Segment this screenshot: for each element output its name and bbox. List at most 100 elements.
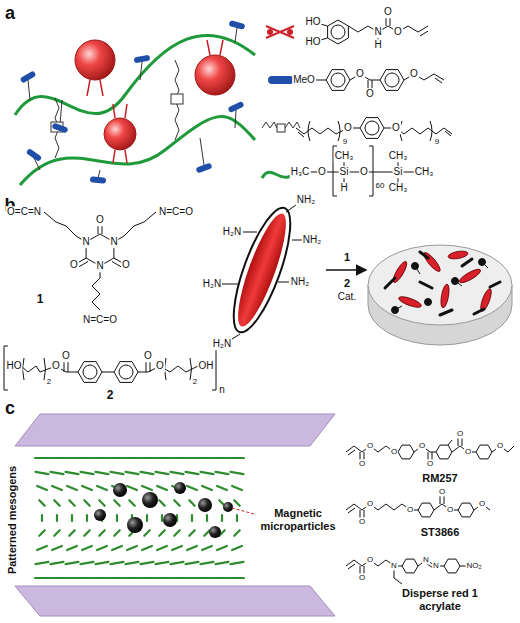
atom-label: N	[81, 236, 90, 248]
lc-cell	[174, 482, 186, 494]
chemical-structure	[436, 445, 452, 459]
chemical-structure	[326, 70, 350, 91]
mesogen-layers	[54, 530, 59, 536]
atom-label: N	[422, 555, 430, 564]
chemical-structure	[360, 118, 384, 139]
mesogen-layers	[202, 486, 212, 490]
mesogen-layers	[187, 546, 197, 550]
polymer-network	[235, 28, 237, 42]
mesogen-layers	[80, 457, 94, 459]
composite-disk	[462, 259, 472, 266]
atom-label: H₂N	[202, 278, 222, 290]
atom-label: O	[95, 214, 105, 226]
polymer-network	[235, 110, 236, 128]
atom-label: O=C=N	[6, 206, 42, 218]
mesogen-layers	[39, 530, 44, 536]
composite-disk	[482, 262, 488, 268]
polymer-network	[200, 138, 204, 165]
mesogen-layers	[157, 486, 167, 490]
composite-disk	[385, 252, 500, 315]
mesogen-layers	[232, 546, 242, 550]
chemical-structure	[146, 361, 147, 372]
mesogen-layers	[185, 457, 199, 459]
mesogen-layers	[231, 472, 244, 474]
mesogen-layers	[81, 472, 94, 474]
chemical-structure	[398, 445, 414, 459]
composite-disk	[448, 250, 469, 260]
key-icons	[287, 29, 293, 35]
atom-label: N	[390, 561, 398, 570]
polymer-network	[20, 20, 246, 184]
atom-label: O	[391, 122, 401, 134]
atom-label: MeO	[292, 74, 316, 86]
mesogen-layers	[155, 577, 169, 579]
lc-cell	[223, 502, 233, 512]
key-icons	[285, 122, 300, 128]
mesogen-layers	[185, 577, 199, 579]
mesogen-layers	[52, 546, 62, 550]
mesogen-layers	[231, 562, 244, 564]
mesogen-layers	[110, 457, 124, 459]
mesogen-layers	[161, 515, 163, 521]
panel-letter: a	[4, 3, 16, 24]
chemical-structure	[21, 366, 78, 372]
atom-label: O	[446, 505, 454, 514]
atom-label: H₂N	[222, 226, 242, 238]
mesogen-layers	[186, 562, 199, 564]
atom-label: 2	[192, 377, 198, 386]
mesogen-layers	[50, 457, 64, 459]
composite-disk	[385, 278, 395, 288]
polymer-network	[75, 40, 115, 80]
atom-label: O	[418, 441, 426, 450]
composite-disk	[425, 299, 432, 306]
atom-label: O	[343, 122, 353, 134]
nanorod	[222, 202, 302, 339]
chemical-structure	[68, 361, 69, 372]
polymer-network	[171, 94, 183, 104]
atom-label: O	[366, 555, 374, 564]
mesogen-layers	[200, 457, 214, 459]
mesogen-layers	[144, 530, 149, 536]
atom-label: O	[359, 166, 369, 178]
chemical-structure	[348, 26, 428, 32]
mesogen-layers	[114, 500, 119, 506]
composite-disk	[415, 266, 420, 274]
atom-label: N=C=O	[158, 206, 194, 218]
mesogen-layers	[186, 472, 199, 474]
nanorod	[243, 232, 257, 233]
lc-cell	[94, 482, 233, 538]
atom-label: O	[456, 429, 464, 438]
chemical-structure	[403, 172, 414, 173]
chemical-structure	[380, 70, 404, 91]
atom-label: O	[358, 573, 366, 582]
mesogen-layers	[201, 562, 214, 564]
mesogen-layers	[36, 472, 49, 474]
chemical-structure	[440, 496, 441, 504]
atom-label: N	[373, 26, 382, 38]
atom-label: N	[432, 561, 440, 570]
mesogen-layers	[216, 562, 229, 564]
chemical-structure	[333, 146, 373, 196]
mesogen-layers	[35, 458, 244, 578]
atom-label: O	[143, 350, 153, 362]
chemical-structure	[348, 508, 355, 513]
mesogen-layers	[174, 530, 179, 536]
atom-label: O	[358, 459, 366, 468]
composite-disk	[420, 252, 428, 258]
atom-label: 9	[342, 137, 348, 146]
composite-disk	[392, 259, 489, 314]
atom-label: O	[358, 517, 366, 526]
chemical-structure	[78, 362, 102, 383]
atom-label: O	[69, 259, 79, 271]
mesogen-layers	[67, 486, 77, 490]
composite-disk	[439, 284, 450, 309]
polymer-network	[195, 55, 235, 95]
mesogen-layers	[172, 546, 182, 550]
reagent-label: 1	[343, 251, 351, 264]
mesogen-layers	[95, 457, 109, 459]
mesogen-layers	[82, 486, 92, 490]
mesogen-layers	[236, 515, 238, 521]
mesogen-layers	[155, 457, 169, 459]
chemical-structure	[92, 266, 100, 310]
